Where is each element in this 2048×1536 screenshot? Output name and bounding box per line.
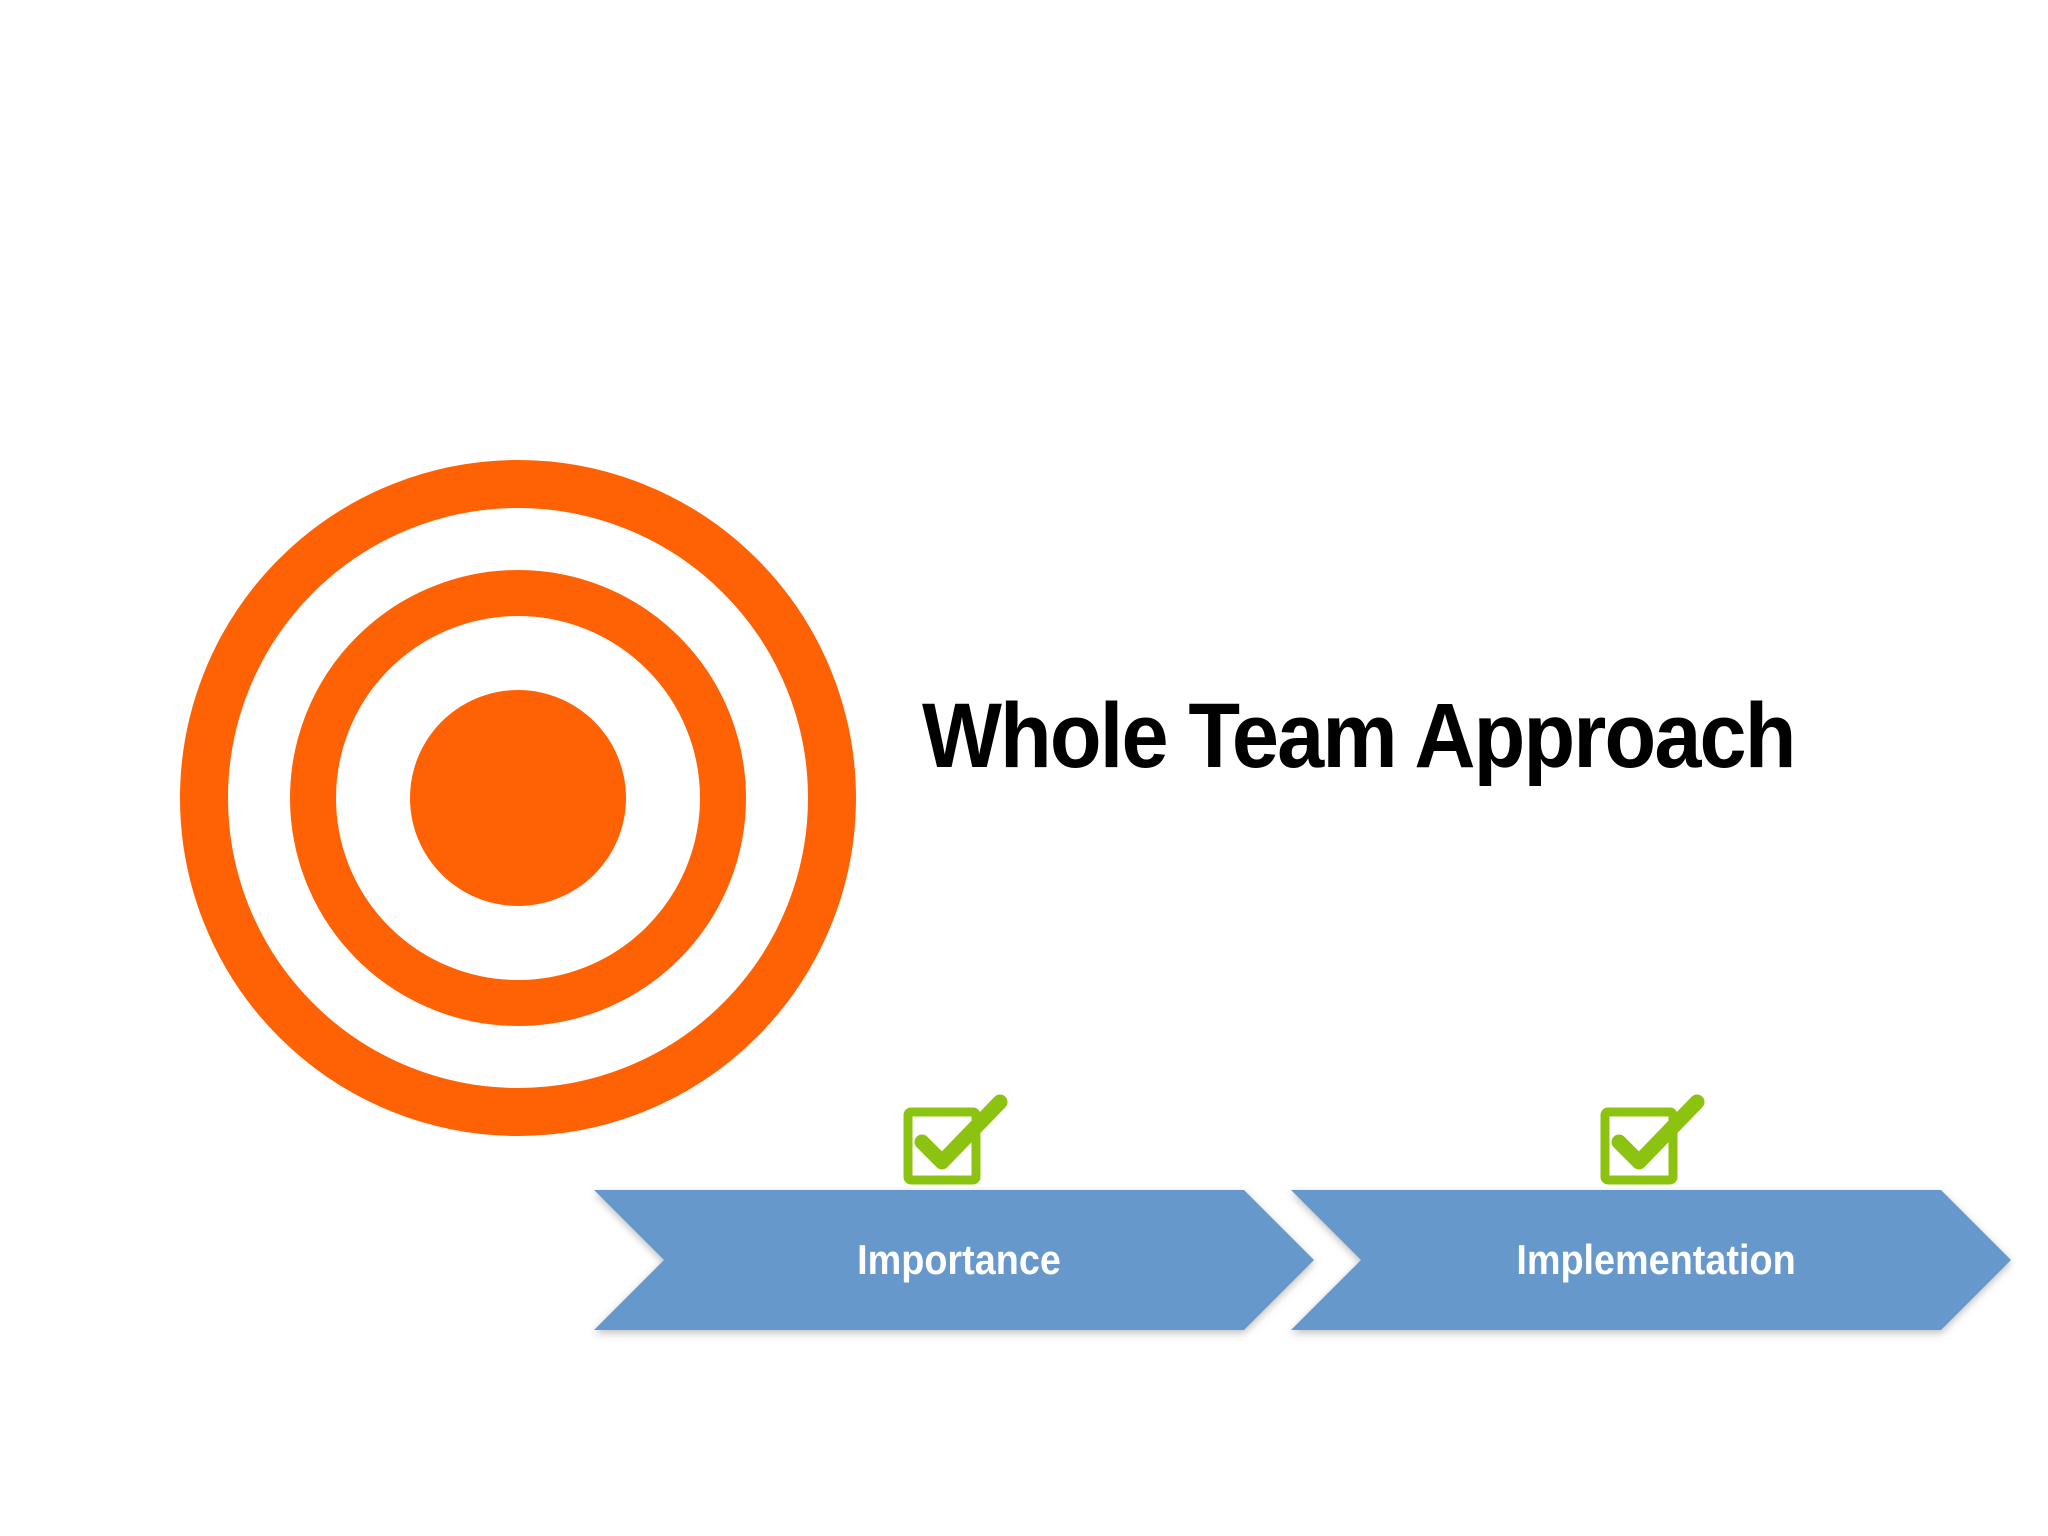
checkbox-checked-icon — [1600, 1094, 1705, 1185]
target-middle-ring — [290, 570, 746, 1026]
step-implementation: Implementation — [1291, 1190, 2021, 1330]
target-icon — [180, 460, 856, 1136]
target-outer-ring — [180, 460, 856, 1136]
target-bullseye — [410, 690, 626, 906]
checkbox-checked-icon — [903, 1094, 1008, 1185]
chevron-shape — [594, 1190, 1314, 1330]
chevron-shape — [1291, 1190, 2011, 1330]
step-label: Implementation — [1516, 1236, 1796, 1283]
step-importance: Importance — [594, 1190, 1324, 1330]
step-label: Importance — [857, 1236, 1061, 1283]
slide-title: Whole Team Approach — [922, 685, 1796, 787]
